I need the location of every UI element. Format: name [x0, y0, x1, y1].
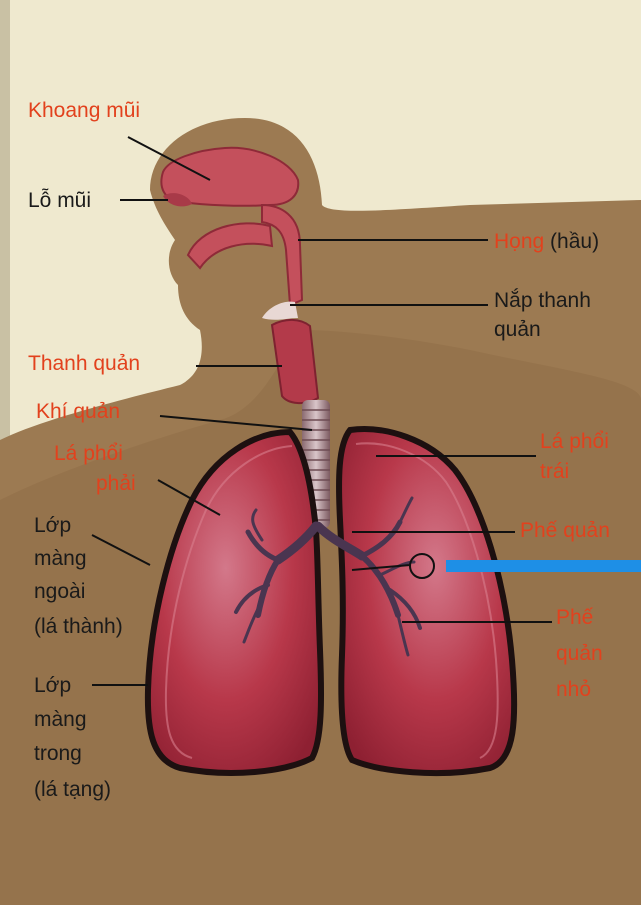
label-phe-quan: Phế quản	[520, 517, 610, 544]
label-lop-ngoai-line2: màng	[34, 545, 87, 572]
label-hong: Họng (hầu)	[494, 228, 599, 255]
label-lop-trong-line3: trong	[34, 740, 82, 767]
label-lop-trong-line4: (lá tạng)	[34, 776, 111, 803]
label-khoang-mui: Khoang mũi	[28, 97, 140, 124]
label-lop-ngoai-line3: ngoài	[34, 578, 85, 605]
label-la-phoi-trai-line2: trái	[540, 458, 569, 485]
label-la-phoi-phai-line1: Lá phổi	[54, 440, 123, 467]
label-lop-ngoai-line1: Lớp	[34, 512, 71, 539]
label-lop-trong-line1: Lớp	[34, 672, 71, 699]
label-lop-ngoai-line4: (lá thành)	[34, 613, 123, 640]
label-la-phoi-trai-line1: Lá phổi	[540, 428, 609, 455]
label-la-phoi-phai-line2: phải	[96, 470, 136, 497]
label-phe-quan-nho-line3: nhỏ	[556, 676, 591, 703]
label-lop-trong-line2: màng	[34, 706, 87, 733]
label-thanh-quan: Thanh quản	[28, 350, 140, 377]
label-nap-thanh-quan-line1: Nắp thanh	[494, 287, 591, 314]
label-lo-mui: Lỗ mũi	[28, 187, 91, 214]
label-khi-quan: Khí quản	[36, 398, 120, 425]
label-phe-quan-nho-line2: quản	[556, 640, 603, 667]
label-phe-quan-nho-line1: Phế	[556, 604, 593, 631]
label-hong-main: Họng	[494, 230, 544, 253]
blue-pointer-bar	[446, 560, 641, 572]
label-hong-note: (hầu)	[550, 230, 599, 253]
label-nap-thanh-quan-line2: quản	[494, 316, 541, 343]
